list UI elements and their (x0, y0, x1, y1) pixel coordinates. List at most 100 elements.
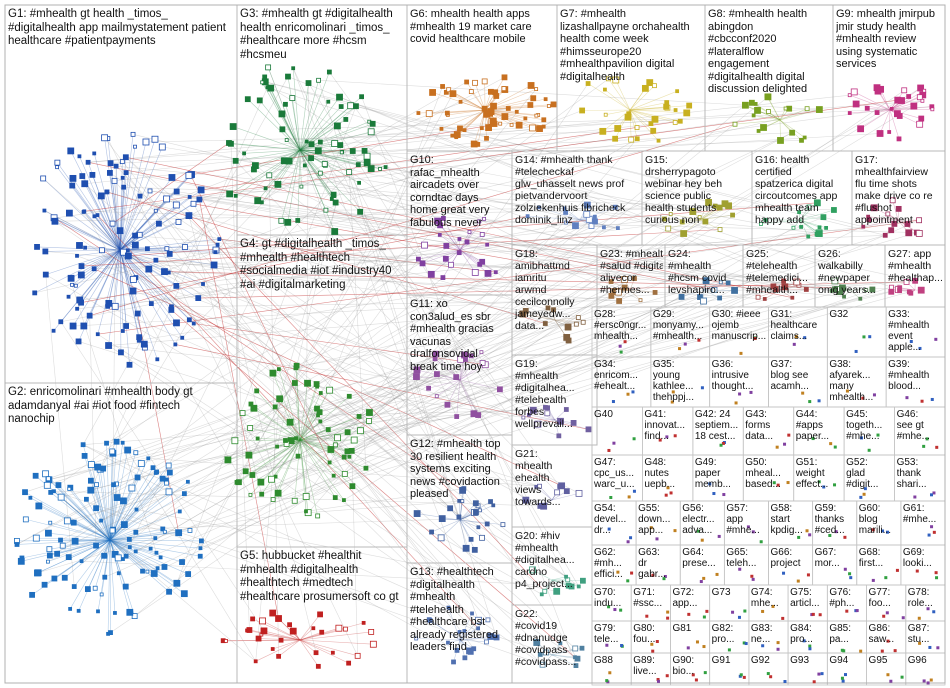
node (860, 436, 864, 440)
node (250, 404, 258, 412)
node (131, 613, 138, 620)
node (109, 220, 116, 227)
node (244, 96, 251, 103)
node (59, 542, 66, 549)
edge (229, 193, 832, 292)
node (658, 438, 662, 442)
edge (299, 439, 336, 446)
node (887, 130, 892, 134)
node (764, 93, 772, 101)
edge (459, 619, 489, 641)
node (634, 136, 640, 142)
node (453, 374, 460, 380)
node (525, 214, 530, 219)
node (922, 88, 927, 93)
edge (53, 217, 121, 251)
node (804, 106, 810, 112)
node (484, 135, 489, 141)
edge (199, 199, 279, 619)
node (251, 162, 259, 170)
small-group-box (826, 356, 887, 408)
small-group-box (793, 454, 845, 502)
edge (745, 104, 781, 121)
group-box-g21 (511, 444, 593, 528)
edge (109, 471, 157, 541)
node (232, 157, 239, 164)
edge (119, 249, 176, 345)
node (32, 534, 40, 542)
small-group-box (768, 544, 814, 586)
node (269, 369, 277, 377)
edge (629, 85, 655, 111)
edge (107, 539, 111, 634)
node (336, 93, 343, 101)
node (429, 89, 436, 96)
node (588, 223, 595, 229)
node (461, 351, 468, 359)
edge (119, 249, 199, 299)
edge (54, 207, 720, 222)
small-group-box (866, 652, 907, 686)
node (885, 530, 889, 534)
node (466, 647, 473, 655)
edge (16, 539, 111, 545)
edge (16, 132, 793, 545)
node (895, 205, 902, 212)
node (461, 486, 467, 492)
edge (604, 89, 631, 111)
edge (629, 109, 659, 141)
edge (629, 105, 690, 111)
node (801, 391, 805, 395)
node (175, 529, 183, 537)
node (783, 106, 788, 111)
node (294, 436, 298, 441)
node (537, 205, 541, 210)
edge (299, 639, 349, 664)
edge (125, 157, 527, 501)
node (649, 526, 653, 530)
node (332, 495, 338, 500)
edge (278, 369, 301, 441)
node (124, 252, 132, 260)
node (665, 225, 672, 232)
node (543, 649, 549, 656)
node (501, 113, 509, 120)
node (122, 583, 129, 590)
node (457, 125, 463, 132)
node (470, 410, 478, 418)
node (89, 171, 96, 178)
edge (484, 109, 544, 121)
edge (109, 539, 185, 594)
edge (99, 469, 111, 541)
node (366, 409, 373, 416)
edge (109, 452, 137, 541)
edge (528, 414, 556, 421)
node (670, 400, 674, 404)
edge (459, 355, 472, 381)
node (75, 306, 80, 311)
node (619, 608, 623, 612)
node (558, 482, 566, 490)
small-group-box (748, 620, 789, 654)
edge (244, 149, 301, 154)
node (820, 214, 827, 221)
node (75, 338, 82, 345)
node (429, 529, 434, 535)
node (120, 440, 125, 445)
edge (119, 210, 157, 251)
node (145, 246, 150, 252)
node (131, 241, 139, 249)
node (922, 444, 926, 448)
edge (299, 631, 322, 641)
edge (109, 539, 183, 563)
node (886, 639, 890, 643)
edge (175, 344, 589, 430)
node (786, 481, 790, 485)
edge (109, 539, 155, 574)
node (80, 442, 86, 448)
node (304, 509, 308, 514)
node (195, 295, 202, 301)
node (133, 529, 139, 535)
edge (107, 138, 358, 656)
